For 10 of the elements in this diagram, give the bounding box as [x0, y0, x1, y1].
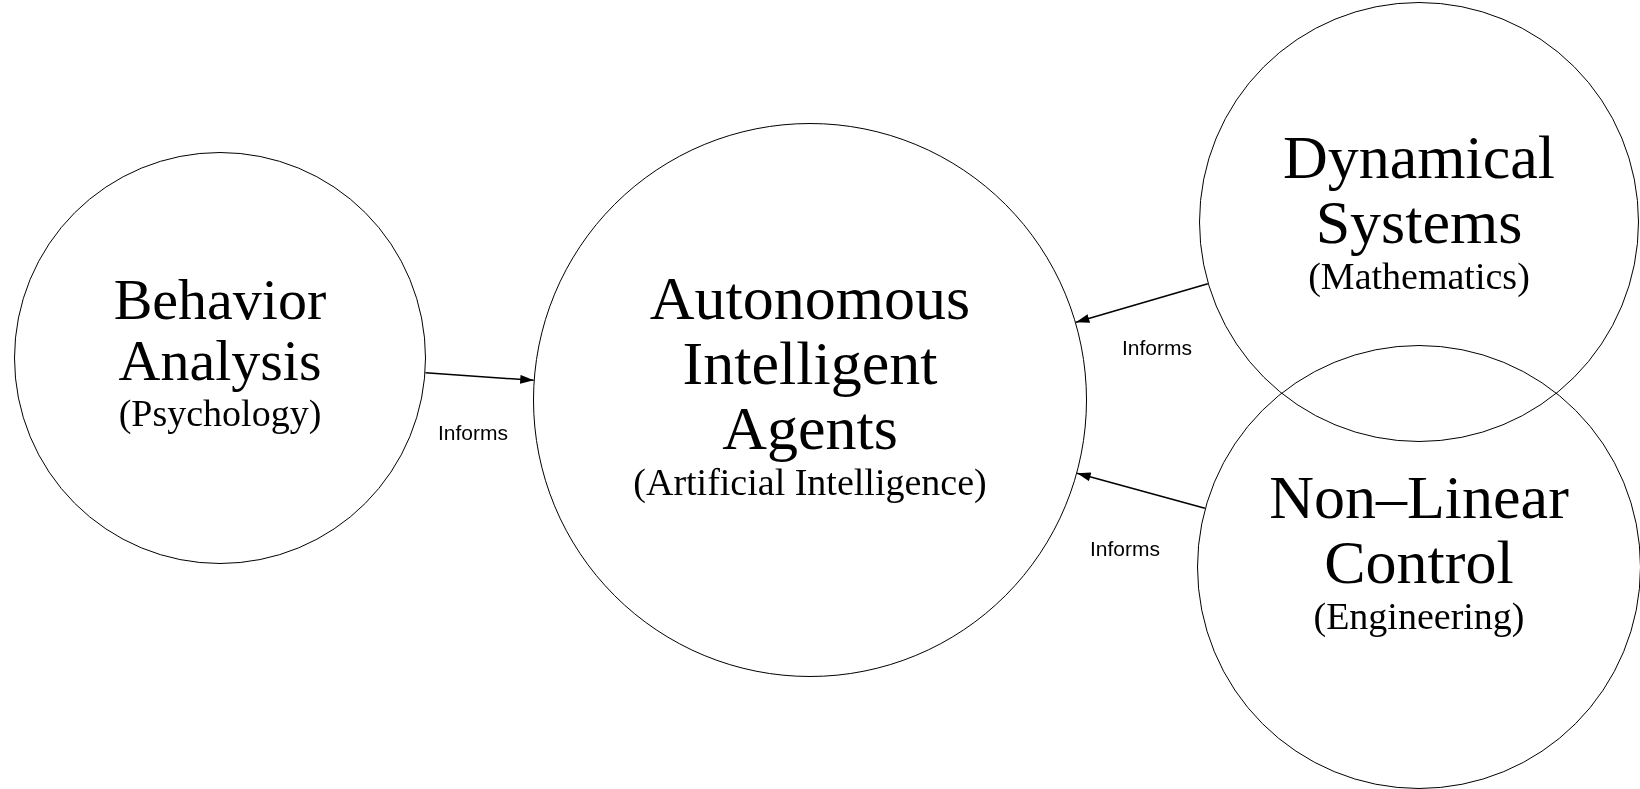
node-subtitle: (Engineering)	[1313, 595, 1525, 639]
node-title: Autonomous Intelligent Agents	[648, 265, 972, 461]
node-title: Non–Linear Control	[1268, 465, 1570, 596]
arrow	[1075, 282, 1209, 324]
arrow	[1076, 472, 1206, 510]
arrow	[424, 371, 535, 384]
node-subtitle: (Mathematics)	[1308, 255, 1530, 299]
node-subtitle: (Psychology)	[118, 392, 322, 436]
node-title: Behavior Analysis	[112, 270, 328, 393]
node-title: Dynamical Systems	[1282, 125, 1556, 256]
